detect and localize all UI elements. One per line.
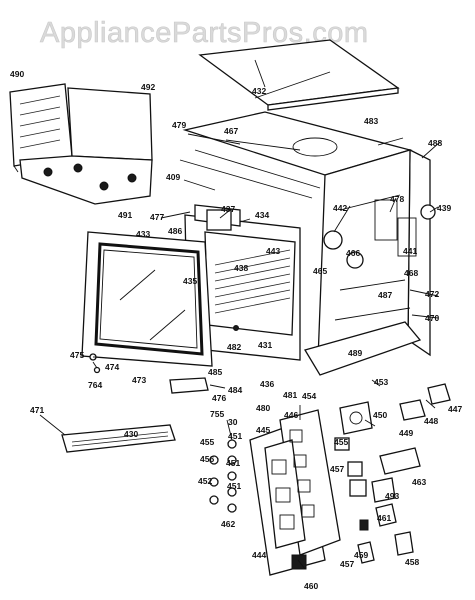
label-409: 409 [166, 172, 180, 182]
wrapper-492 [19, 87, 153, 205]
label-485: 485 [208, 367, 222, 377]
label-436: 436 [260, 379, 274, 389]
watermark-text: AppliancePartsPros.com [40, 17, 369, 49]
label-430: 430 [124, 429, 138, 439]
label-471: 471 [30, 405, 44, 415]
label-432: 432 [252, 86, 266, 96]
label-468: 468 [404, 268, 418, 278]
label-441: 441 [403, 246, 417, 256]
label-460: 460 [304, 581, 318, 591]
label-453: 453 [374, 377, 388, 387]
label-450: 450 [373, 410, 387, 420]
knobs [209, 439, 237, 513]
label-30: 30 [228, 417, 238, 427]
label-489: 489 [348, 348, 362, 358]
label-438: 438 [234, 263, 248, 273]
label-764: 764 [88, 380, 102, 390]
label-451-b: 451 [226, 458, 240, 468]
label-449: 449 [399, 428, 413, 438]
label-476: 476 [212, 393, 226, 403]
label-448: 448 [424, 416, 438, 426]
label-451-c: 451 [227, 481, 241, 491]
label-445: 445 [256, 425, 270, 435]
label-480: 480 [256, 403, 270, 413]
label-479: 479 [172, 120, 186, 130]
label-481: 481 [283, 390, 297, 400]
grille-430 [61, 424, 176, 453]
label-490: 490 [10, 69, 24, 79]
label-457-a: 457 [330, 464, 344, 474]
door-473 [81, 231, 213, 367]
label-491: 491 [118, 210, 132, 220]
top-panel-432 [198, 39, 400, 111]
label-467: 467 [224, 126, 238, 136]
label-482: 482 [227, 342, 241, 352]
label-484: 484 [228, 385, 242, 395]
label-474: 474 [105, 362, 119, 372]
label-433: 433 [136, 229, 150, 239]
label-478: 478 [390, 194, 404, 204]
switch-parts [334, 383, 451, 564]
label-454: 454 [302, 391, 316, 401]
label-465: 465 [313, 266, 327, 276]
label-443: 443 [266, 246, 280, 256]
label-466: 466 [346, 248, 360, 258]
label-444: 444 [252, 550, 266, 560]
label-475: 475 [70, 350, 84, 360]
control-panel [249, 409, 341, 576]
handle-476 [169, 377, 209, 394]
label-483: 483 [364, 116, 378, 126]
oven-cabinet [179, 111, 436, 376]
label-431: 431 [258, 340, 272, 350]
label-472: 472 [425, 289, 439, 299]
label-455-b: 455 [200, 437, 214, 447]
label-458: 458 [405, 557, 419, 567]
label-462: 462 [221, 519, 235, 529]
label-477: 477 [150, 212, 164, 222]
part-number-labels: 490 492 491 432 479 467 483 488 409 442 … [10, 69, 462, 591]
label-437: 437 [221, 204, 235, 214]
label-446: 446 [284, 410, 298, 420]
label-434: 434 [255, 210, 269, 220]
label-473: 473 [132, 375, 146, 385]
label-447: 447 [448, 404, 462, 414]
label-442: 442 [333, 203, 347, 213]
label-455-a: 455 [334, 437, 348, 447]
label-492: 492 [141, 82, 155, 92]
label-457-b: 457 [340, 559, 354, 569]
label-451-a: 451 [228, 431, 242, 441]
leader-lines [39, 59, 441, 570]
label-459: 459 [354, 550, 368, 560]
label-470: 470 [425, 313, 439, 323]
label-461: 461 [377, 513, 391, 523]
label-488: 488 [428, 138, 442, 148]
label-435: 435 [183, 276, 197, 286]
label-463: 463 [412, 477, 426, 487]
label-493: 493 [385, 491, 399, 501]
label-755: 755 [210, 409, 224, 419]
label-456: 456 [200, 454, 214, 464]
label-486: 486 [168, 226, 182, 236]
label-452: 452 [198, 476, 212, 486]
label-439: 439 [437, 203, 451, 213]
label-487: 487 [378, 290, 392, 300]
